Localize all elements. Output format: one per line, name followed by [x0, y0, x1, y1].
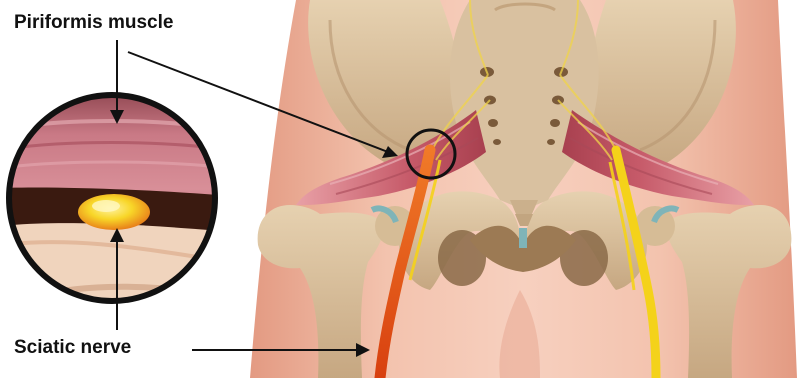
arrow-piriformis-down: [110, 40, 124, 124]
piriformis-muscle-label: Piriformis muscle: [14, 13, 173, 32]
magnified-cross-section: [0, 90, 230, 310]
sciatic-nerve-cross-section: [78, 194, 150, 230]
sciatic-nerve-label: Sciatic nerve: [14, 338, 131, 357]
